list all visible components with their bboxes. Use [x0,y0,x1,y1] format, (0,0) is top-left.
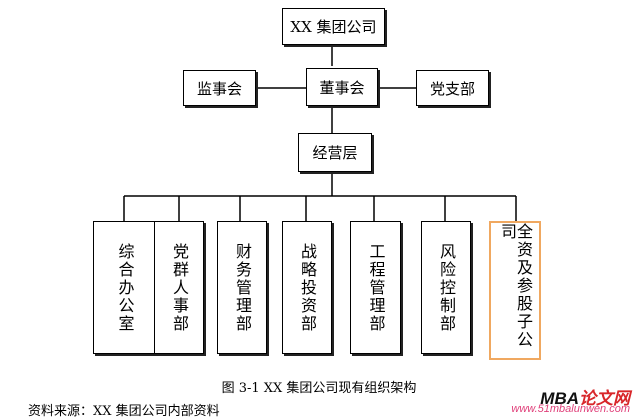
watermark-brand-accent: 论文网 [579,389,630,408]
dept-label: 全资及参股子公司 [498,223,533,349]
supervisory-board-node: 监事会 [183,70,256,106]
root-company-node: XX 集团公司 [282,8,385,45]
management-node: 经营层 [298,133,372,172]
dept-label: 战略投资部 [298,242,317,333]
dept-label: 财务管理部 [233,242,252,333]
figure-caption: 图 3-1 XX 集团公司现有组织架构 [221,381,417,396]
party-branch-node: 党支部 [416,70,489,106]
dept-label: 党群人事部 [170,242,189,333]
dept-engineering: 工程管理部 [350,221,401,354]
dept-party-hr: 党群人事部 [154,221,204,354]
source-note: 资料来源：XX 集团公司内部资料 [28,404,220,419]
watermark-logo: MBA论文网 [540,384,630,409]
dept-general-office: 综合办公室 [93,221,156,354]
watermark-brand: MBA [540,389,579,408]
board-of-directors-node: 董事会 [306,68,378,106]
dept-label: 综合办公室 [115,242,135,333]
dept-strategy-investment: 战略投资部 [282,221,332,354]
dept-subsidiaries: 全资及参股子公司 [489,221,541,360]
watermark-url: www.51mbalunwen.com [511,403,630,415]
dept-label: 工程管理部 [366,242,386,333]
dept-label: 风险控制部 [437,242,456,333]
dept-risk-control: 风险控制部 [421,221,471,354]
dept-finance: 财务管理部 [217,221,267,354]
